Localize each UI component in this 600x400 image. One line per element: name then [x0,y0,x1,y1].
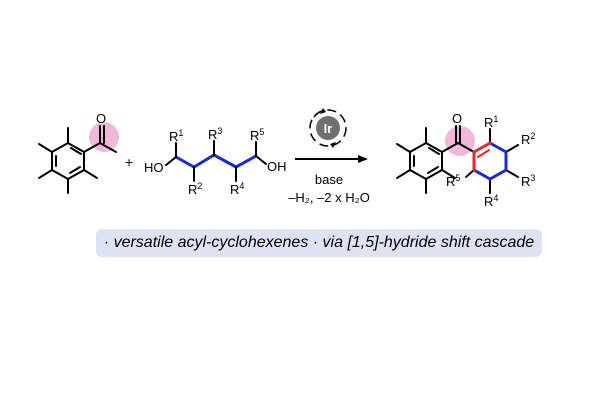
cyclohexene-blue-bonds [472,141,508,181]
product-r2-label: R2 [521,131,535,147]
diol-oh-label: OH [267,159,287,174]
diol-chain [174,153,258,169]
cycle-arrowhead-icon [320,108,326,114]
product-r4-label: R4 [484,193,498,209]
diol-r3-label: R3 [208,126,222,142]
diol-reagent [165,140,267,182]
ketone-oxygen-label: O [96,111,106,126]
plus-sign: + [125,154,133,170]
new-double-bond-red [472,141,492,154]
diol-r4-label: R4 [230,181,244,197]
new-double-bond-inner [477,149,490,158]
diol-r5-label: R5 [250,127,264,143]
reaction-arrow [295,155,368,163]
diol-r1-label: R1 [169,128,183,144]
condition-base: base [315,172,343,187]
product-r3-label: R3 [521,173,535,189]
ketone-starting-material [38,122,119,194]
diol-ho-label: HO [144,160,164,175]
product-oxygen-label: O [452,111,462,126]
summary-tag: · versatile acyl-cyclohexenes · via [1,5… [96,229,542,257]
condition-byproducts: –H₂, –2 x H₂O [288,190,370,205]
product-acyl-cyclohexene [396,125,519,194]
catalyst-label: Ir [324,121,333,136]
cycle-arrowhead-icon [330,142,336,148]
product-r5-label: R5 [446,173,460,189]
product-r1-label: R1 [484,114,498,130]
summary-tag-text: · versatile acyl-cyclohexenes · via [1,5… [103,234,535,251]
diol-r2-label: R2 [188,181,202,197]
iridium-catalyst-badge: Ir [309,108,347,148]
